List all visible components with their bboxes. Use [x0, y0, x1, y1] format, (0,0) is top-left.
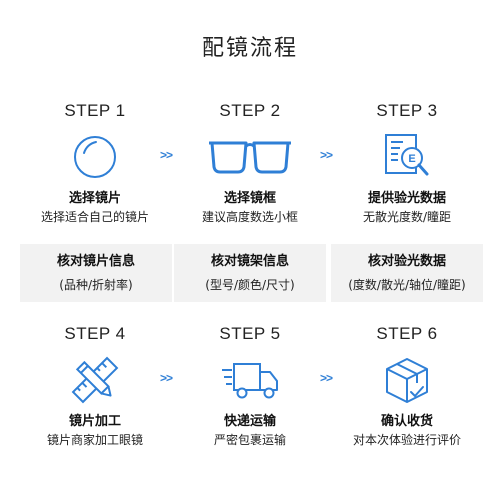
step-name: 确认收货: [380, 414, 433, 429]
step-3: STEP 3 E 提供验光数据 无散光度数/瞳距: [332, 100, 482, 226]
step-label: STEP 5: [219, 324, 281, 343]
check-desc: (度数/散光/轴位/瞳距): [348, 278, 466, 292]
step-desc: 无散光度数/瞳距: [362, 210, 452, 224]
page-title: 配镜流程: [201, 36, 298, 61]
check-panel-frame: 核对镜架信息 (型号/颜色/尺寸): [174, 244, 326, 302]
step-5: STEP 5 快递运输 严密包裹运输: [175, 323, 325, 449]
arrow-1-2: >>: [160, 148, 173, 162]
step-desc: 镜片商家加工眼镜: [46, 433, 143, 447]
check-title: 核对验光数据: [367, 254, 446, 269]
step-name: 镜片加工: [68, 414, 121, 429]
step-2: STEP 2 选择镜框 建议高度数选小框: [175, 100, 325, 226]
check-panel-lens: 核对镜片信息 (品种/折射率): [20, 244, 172, 302]
arrow-5-6: >>: [320, 371, 333, 385]
check-title: 核对镜架信息: [210, 254, 289, 269]
check-panel-prescription: 核对验光数据 (度数/散光/轴位/瞳距): [331, 244, 483, 302]
step-label: STEP 3: [376, 101, 438, 120]
delivery-truck-icon: [222, 363, 278, 399]
step-name: 提供验光数据: [367, 191, 446, 206]
step-desc: 建议高度数选小框: [201, 210, 298, 224]
step-label: STEP 6: [376, 324, 438, 343]
step-label: STEP 4: [64, 324, 126, 343]
step-desc: 选择适合自己的镜片: [40, 210, 149, 224]
arrow-4-5: >>: [160, 371, 173, 385]
step-desc: 严密包裹运输: [213, 433, 286, 447]
step-name: 选择镜片: [68, 191, 121, 206]
step-name: 选择镜框: [223, 191, 276, 206]
ruler-pencil-icon: [71, 356, 119, 404]
step-label: STEP 2: [219, 101, 281, 120]
glasses-icon: [209, 141, 291, 174]
check-title: 核对镜片信息: [56, 254, 135, 269]
package-box-icon: [386, 358, 428, 403]
step-desc: 对本次体验进行评价: [352, 433, 461, 447]
lens-icon: [74, 136, 116, 178]
svg-text:E: E: [408, 153, 415, 165]
eye-chart-search-icon: E: [385, 134, 429, 176]
step-6: STEP 6 确认收货 对本次体验进行评价: [332, 323, 482, 449]
step-label: STEP 1: [64, 101, 126, 120]
check-desc: (品种/折射率): [59, 278, 133, 292]
arrow-2-3: >>: [320, 148, 333, 162]
check-desc: (型号/颜色/尺寸): [205, 278, 295, 292]
step-4: STEP 4 镜片加工 镜片商家加工眼镜: [20, 323, 170, 449]
step-name: 快递运输: [223, 414, 276, 429]
step-1: STEP 1 选择镜片 选择适合自己的镜片: [20, 100, 170, 226]
